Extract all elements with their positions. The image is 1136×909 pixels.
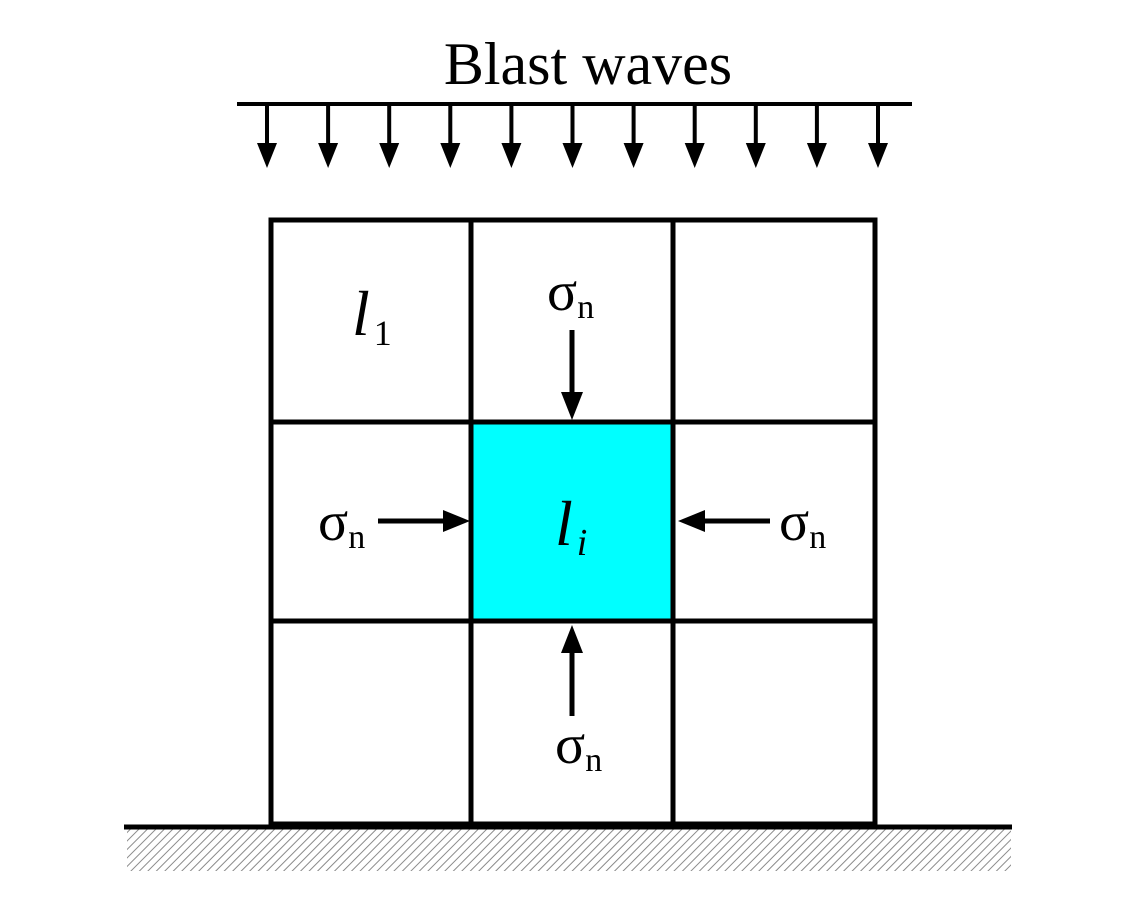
stress-label-left: σn [318,491,365,556]
highlighted-cell [472,423,672,620]
stress-label-right: σn [779,491,826,556]
ground-hatch [127,829,1011,871]
stress-arrows [378,330,770,716]
load-arrow [379,104,400,168]
load-arrow [318,104,339,168]
block-grid [268,217,878,827]
load-arrow [562,104,583,168]
diagram-title: Blast waves [444,31,732,97]
stress-label-bottom: σn [555,714,602,779]
load-arrow [623,104,644,168]
load-arrow [501,104,522,168]
stress-label-top: σn [547,261,594,326]
load-arrow [806,104,827,168]
load-arrow [868,104,888,168]
load-arrow [745,104,766,168]
load-arrows [257,104,888,168]
load-arrow [440,104,461,168]
load-arrow [684,104,705,168]
load-arrow [257,104,277,168]
